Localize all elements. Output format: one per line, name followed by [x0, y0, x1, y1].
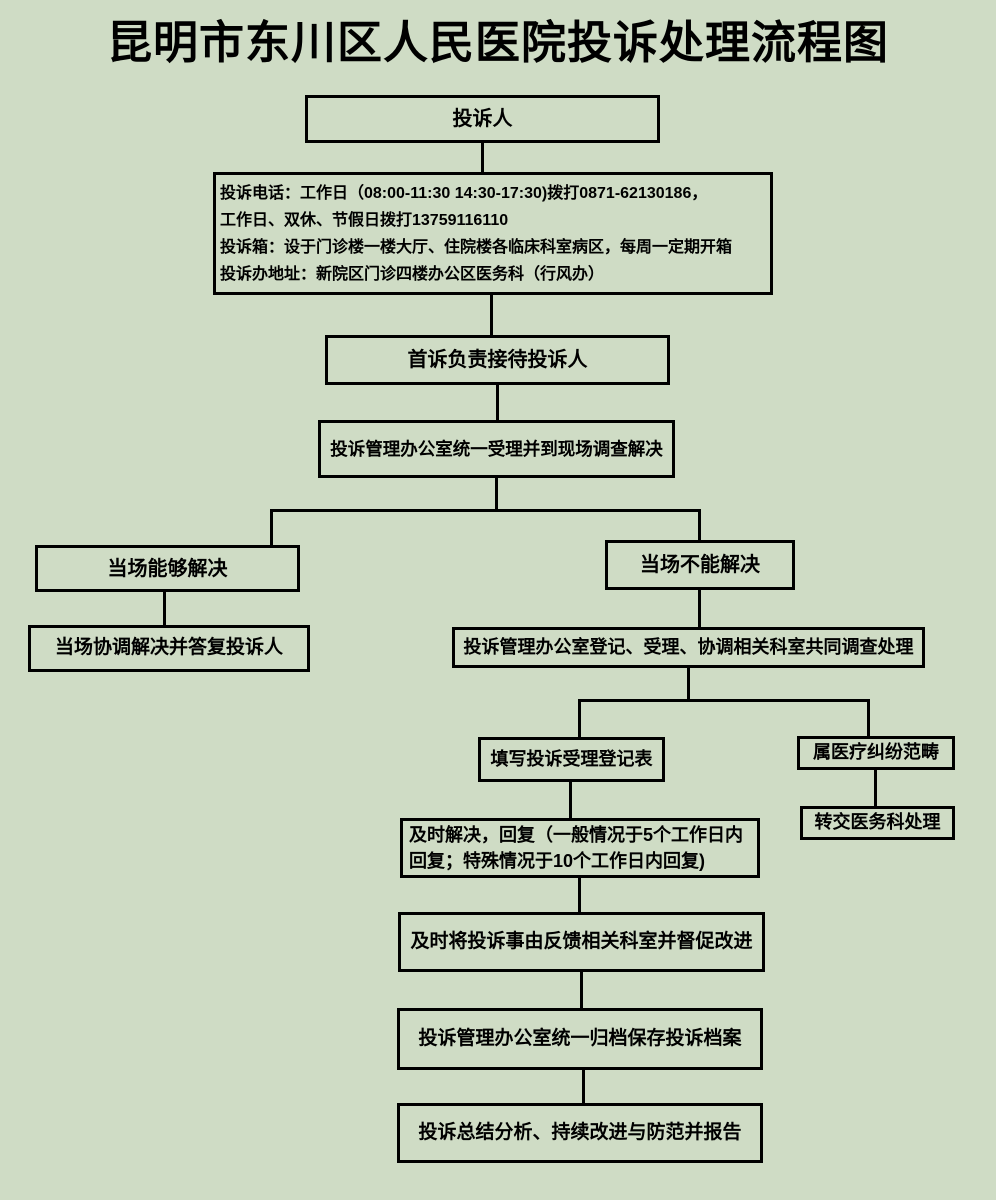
- node-summary-report: 投诉总结分析、持续改进与防范并报告: [397, 1103, 763, 1163]
- flow-connector: [270, 509, 273, 545]
- flow-connector-branch: [270, 509, 701, 512]
- flow-connector: [580, 972, 583, 1008]
- node-medical-dispute-label: 属医疗纠纷范畴: [813, 742, 939, 763]
- node-first-response: 首诉负责接待投诉人: [325, 335, 670, 385]
- flow-connector: [481, 143, 484, 172]
- flow-connector: [569, 782, 572, 818]
- flow-connector: [582, 1070, 585, 1103]
- node-not-resolvable-onsite-label: 当场不能解决: [640, 554, 760, 576]
- flow-connector: [687, 668, 690, 702]
- node-unified-acceptance-label: 投诉管理办公室统一受理并到现场调查解决: [330, 438, 663, 459]
- node-complainant: 投诉人: [305, 95, 660, 143]
- node-summary-report-label: 投诉总结分析、持续改进与防范并报告: [418, 1121, 742, 1143]
- node-archive-label: 投诉管理办公室统一归档保存投诉档案: [418, 1027, 742, 1049]
- timely-reply-line2: 回复；特殊情况于10个工作日内回复): [409, 851, 706, 871]
- node-unified-acceptance: 投诉管理办公室统一受理并到现场调查解决: [318, 420, 675, 478]
- node-fill-form-label: 填写投诉受理登记表: [490, 748, 653, 769]
- flowchart-title: 昆明市东川区人民医院投诉处理流程图: [106, 17, 889, 68]
- node-feedback-improve: 及时将投诉事由反馈相关科室并督促改进: [398, 912, 765, 972]
- flow-connector: [163, 592, 166, 625]
- contact-line-phone: 投诉电话：工作日（08:00-11:30 14:30-17:30)拨打0871-…: [220, 184, 708, 202]
- node-resolvable-onsite: 当场能够解决: [35, 545, 300, 592]
- contact-line-address: 投诉办地址：新院区门诊四楼办公区医务科（行风办）: [220, 265, 605, 283]
- timely-reply-line1: 及时解决，回复（一般情况于5个工作日内: [409, 825, 744, 845]
- node-medical-dispute: 属医疗纠纷范畴: [797, 736, 955, 770]
- flow-connector: [496, 385, 499, 420]
- node-timely-reply: 及时解决，回复（一般情况于5个工作日内 回复；特殊情况于10个工作日内回复): [400, 818, 760, 878]
- node-register-investigate: 投诉管理办公室登记、受理、协调相关科室共同调查处理: [452, 627, 925, 668]
- node-archive: 投诉管理办公室统一归档保存投诉档案: [397, 1008, 763, 1070]
- contact-line-phone2: 工作日、双休、节假日拨打13759116110: [220, 211, 509, 229]
- node-transfer-medical-label: 转交医务科处理: [814, 812, 941, 833]
- flow-connector: [578, 699, 581, 737]
- node-complainant-label: 投诉人: [452, 108, 513, 130]
- flow-connector: [495, 478, 498, 512]
- node-feedback-improve-label: 及时将投诉事由反馈相关科室并督促改进: [410, 930, 753, 952]
- flow-connector: [698, 590, 701, 627]
- flow-connector: [490, 295, 493, 335]
- flow-connector: [698, 509, 701, 540]
- flow-connector: [874, 770, 877, 806]
- node-coordinate-reply: 当场协调解决并答复投诉人: [28, 625, 310, 672]
- flow-connector-branch: [578, 699, 870, 702]
- flow-connector: [578, 878, 581, 912]
- node-transfer-medical: 转交医务科处理: [800, 806, 955, 840]
- node-register-investigate-label: 投诉管理办公室登记、受理、协调相关科室共同调查处理: [463, 636, 914, 657]
- node-coordinate-reply-label: 当场协调解决并答复投诉人: [54, 637, 283, 659]
- node-not-resolvable-onsite: 当场不能解决: [605, 540, 795, 590]
- node-contact-info: 投诉电话：工作日（08:00-11:30 14:30-17:30)拨打0871-…: [213, 172, 773, 295]
- contact-line-box: 投诉箱：设于门诊楼一楼大厅、住院楼各临床科室病区，每周一定期开箱: [220, 238, 733, 256]
- flow-connector: [867, 699, 870, 736]
- node-fill-form: 填写投诉受理登记表: [478, 737, 665, 782]
- node-resolvable-onsite-label: 当场能够解决: [107, 557, 228, 580]
- node-first-response-label: 首诉负责接待投诉人: [407, 349, 588, 371]
